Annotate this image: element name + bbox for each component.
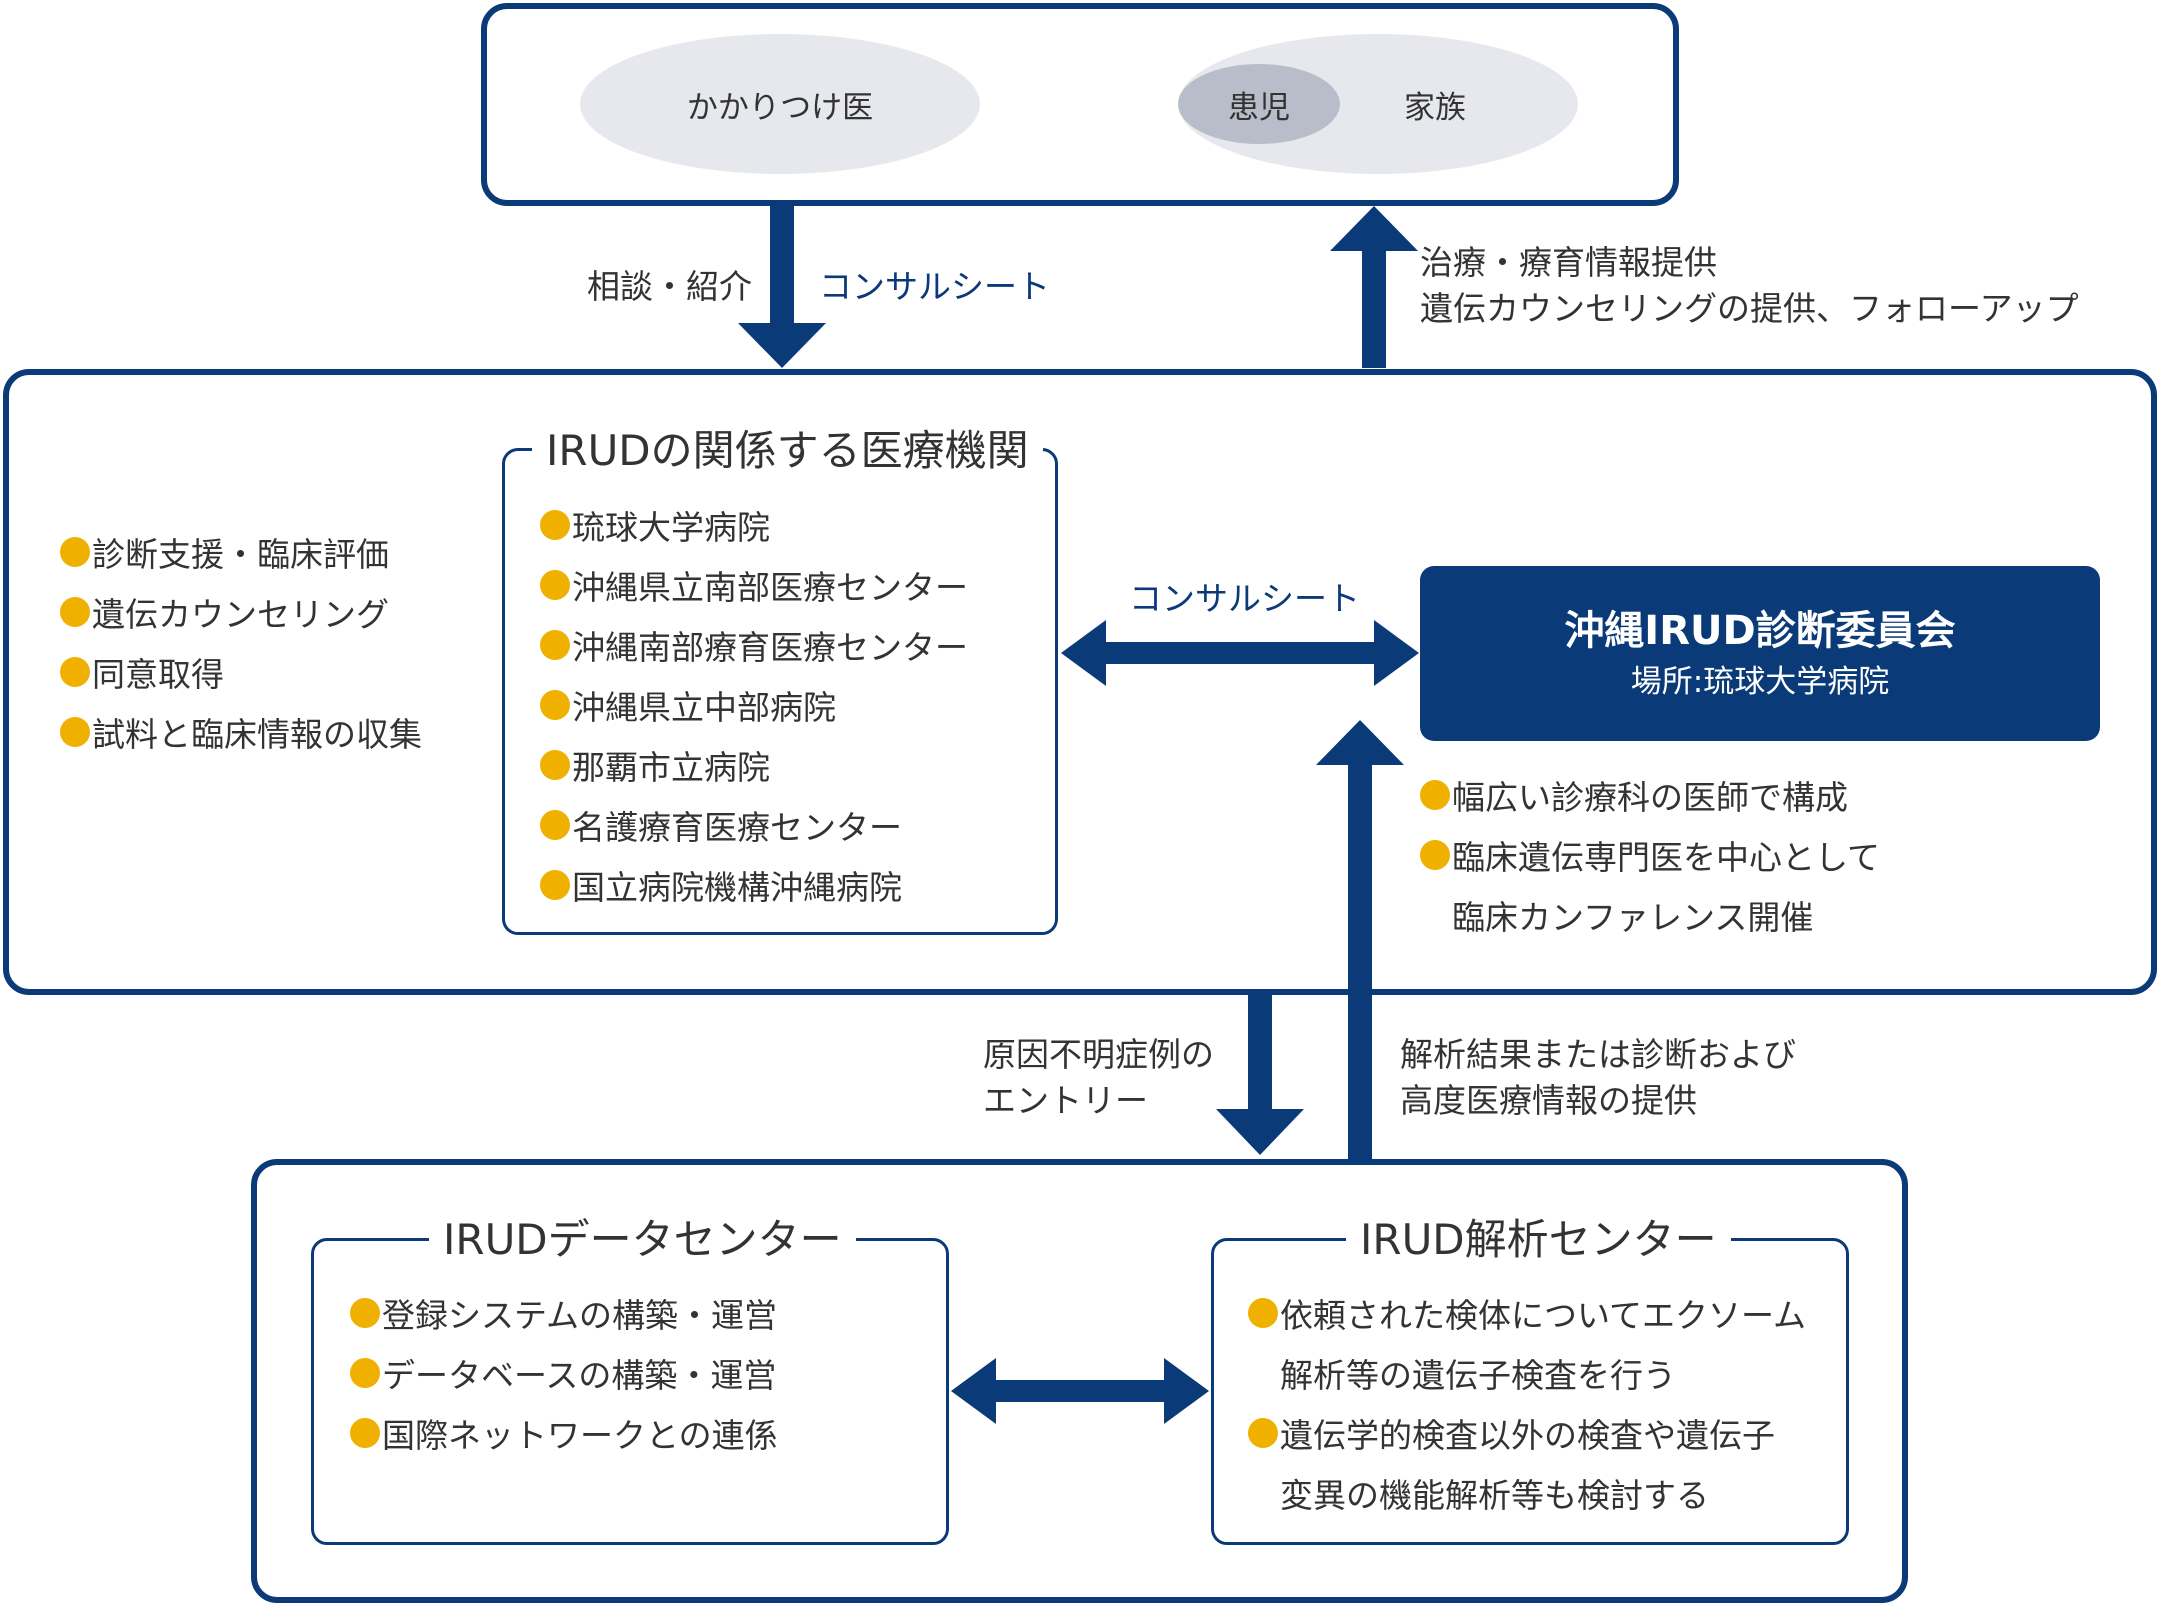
list-item: 同意取得 — [60, 642, 422, 702]
bullet-icon — [540, 750, 570, 780]
list-item: データベースの構築・運営 — [350, 1343, 778, 1403]
results-label: 解析結果または診断および 高度医療情報の提供 — [1400, 1035, 1796, 1120]
list-item: 登録システムの構築・運営 — [350, 1283, 778, 1343]
consult-referral-label: 相談・紹介 — [587, 267, 752, 306]
bullet-icon — [60, 597, 90, 627]
provide-label: 治療・療育情報提供 遺伝カウンセリングの提供、フォローアップ — [1420, 243, 2079, 328]
bullet-icon — [350, 1358, 380, 1388]
list-item: 遺伝学的検査以外の検査や遺伝子 — [1248, 1403, 1806, 1463]
consult-sheet-mid-label: コンサルシート — [1129, 579, 1360, 618]
bullet-icon — [1420, 840, 1450, 870]
family-label: 家族 — [1404, 89, 1466, 126]
list-item: 名護療育医療センター — [540, 795, 968, 855]
committee-notes: 幅広い診療科の医師で構成 臨床遺伝専門医を中心として 臨床カンファレンス開催 — [1420, 765, 1880, 945]
bullet-icon — [1248, 1298, 1278, 1328]
list-item: 試料と臨床情報の収集 — [60, 702, 422, 762]
list-item: 琉球大学病院 — [540, 495, 968, 555]
bullet-icon — [540, 570, 570, 600]
list-item: 那覇市立病院 — [540, 735, 968, 795]
arrow-down-entry — [1216, 995, 1304, 1155]
arrow-up-results — [1316, 720, 1404, 1159]
bullet-icon — [540, 690, 570, 720]
arrow-both-centers — [951, 1358, 1209, 1424]
analysis-center-list: 依頼された検体についてエクソーム 解析等の遺伝子検査を行う 遺伝学的検査以外の検… — [1248, 1283, 1806, 1523]
family-node: 家族 — [1178, 34, 1578, 174]
bullet-icon — [540, 630, 570, 660]
list-item: 国立病院機構沖縄病院 — [540, 855, 968, 915]
bullet-icon — [540, 510, 570, 540]
list-item: 沖縄県立中部病院 — [540, 675, 968, 735]
list-item: 国際ネットワークとの連係 — [350, 1403, 778, 1463]
bullet-icon — [60, 717, 90, 747]
committee-location: 場所:琉球大学病院 — [1630, 663, 1890, 700]
data-center-title: IRUDデータセンター — [429, 1214, 856, 1266]
data-center-list: 登録システムの構築・運営 データベースの構築・運営 国際ネットワークとの連係 — [350, 1283, 778, 1463]
list-item: 臨床遺伝専門医を中心として — [1420, 825, 1880, 885]
arrow-up-provide — [1330, 206, 1418, 368]
bullet-icon — [350, 1298, 380, 1328]
analysis-center-box — [1211, 1238, 1849, 1545]
arrow-down-consult — [738, 206, 826, 368]
bullet-icon — [1420, 780, 1450, 810]
list-item: 解析等の遺伝子検査を行う — [1280, 1356, 1676, 1395]
family-doctor-label: かかりつけ医 — [686, 89, 874, 126]
list-item: 遺伝カウンセリング — [60, 582, 422, 642]
institutions-box — [502, 448, 1058, 935]
data-center-box — [311, 1238, 949, 1545]
patient-label: 患児 — [1228, 89, 1290, 126]
bullet-icon — [540, 810, 570, 840]
entry-label: 原因不明症例の エントリー — [983, 1035, 1214, 1120]
list-item: 変異の機能解析等も検討する — [1280, 1476, 1709, 1515]
family-doctor-node: かかりつけ医 — [580, 34, 980, 174]
list-item: 沖縄南部療育医療センター — [540, 615, 968, 675]
bullet-icon — [540, 870, 570, 900]
institutions-list: 琉球大学病院 沖縄県立南部医療センター 沖縄南部療育医療センター 沖縄県立中部病… — [540, 495, 968, 915]
list-item: 診断支援・臨床評価 — [60, 522, 422, 582]
bullet-icon — [60, 657, 90, 687]
list-item: 臨床カンファレンス開催 — [1452, 898, 1814, 937]
list-item: 依頼された検体についてエクソーム — [1248, 1283, 1806, 1343]
consult-sheet-top-label: コンサルシート — [819, 267, 1050, 306]
institutions-title: IRUDの関係する医療機関 — [532, 425, 1043, 477]
list-item: 沖縄県立南部医療センター — [540, 555, 968, 615]
bullet-icon — [60, 537, 90, 567]
roles-list: 診断支援・臨床評価 遺伝カウンセリング 同意取得 試料と臨床情報の収集 — [60, 522, 422, 762]
bullet-icon — [1248, 1418, 1278, 1448]
committee-box: 沖縄IRUD診断委員会 場所:琉球大学病院 — [1420, 566, 2100, 741]
committee-title: 沖縄IRUD診断委員会 — [1564, 607, 1956, 654]
patient-node: 患児 — [1178, 64, 1340, 144]
analysis-center-title: IRUD解析センター — [1346, 1214, 1731, 1266]
list-item: 幅広い診療科の医師で構成 — [1420, 765, 1880, 825]
bullet-icon — [350, 1418, 380, 1448]
arrow-both-consult — [1061, 620, 1419, 686]
